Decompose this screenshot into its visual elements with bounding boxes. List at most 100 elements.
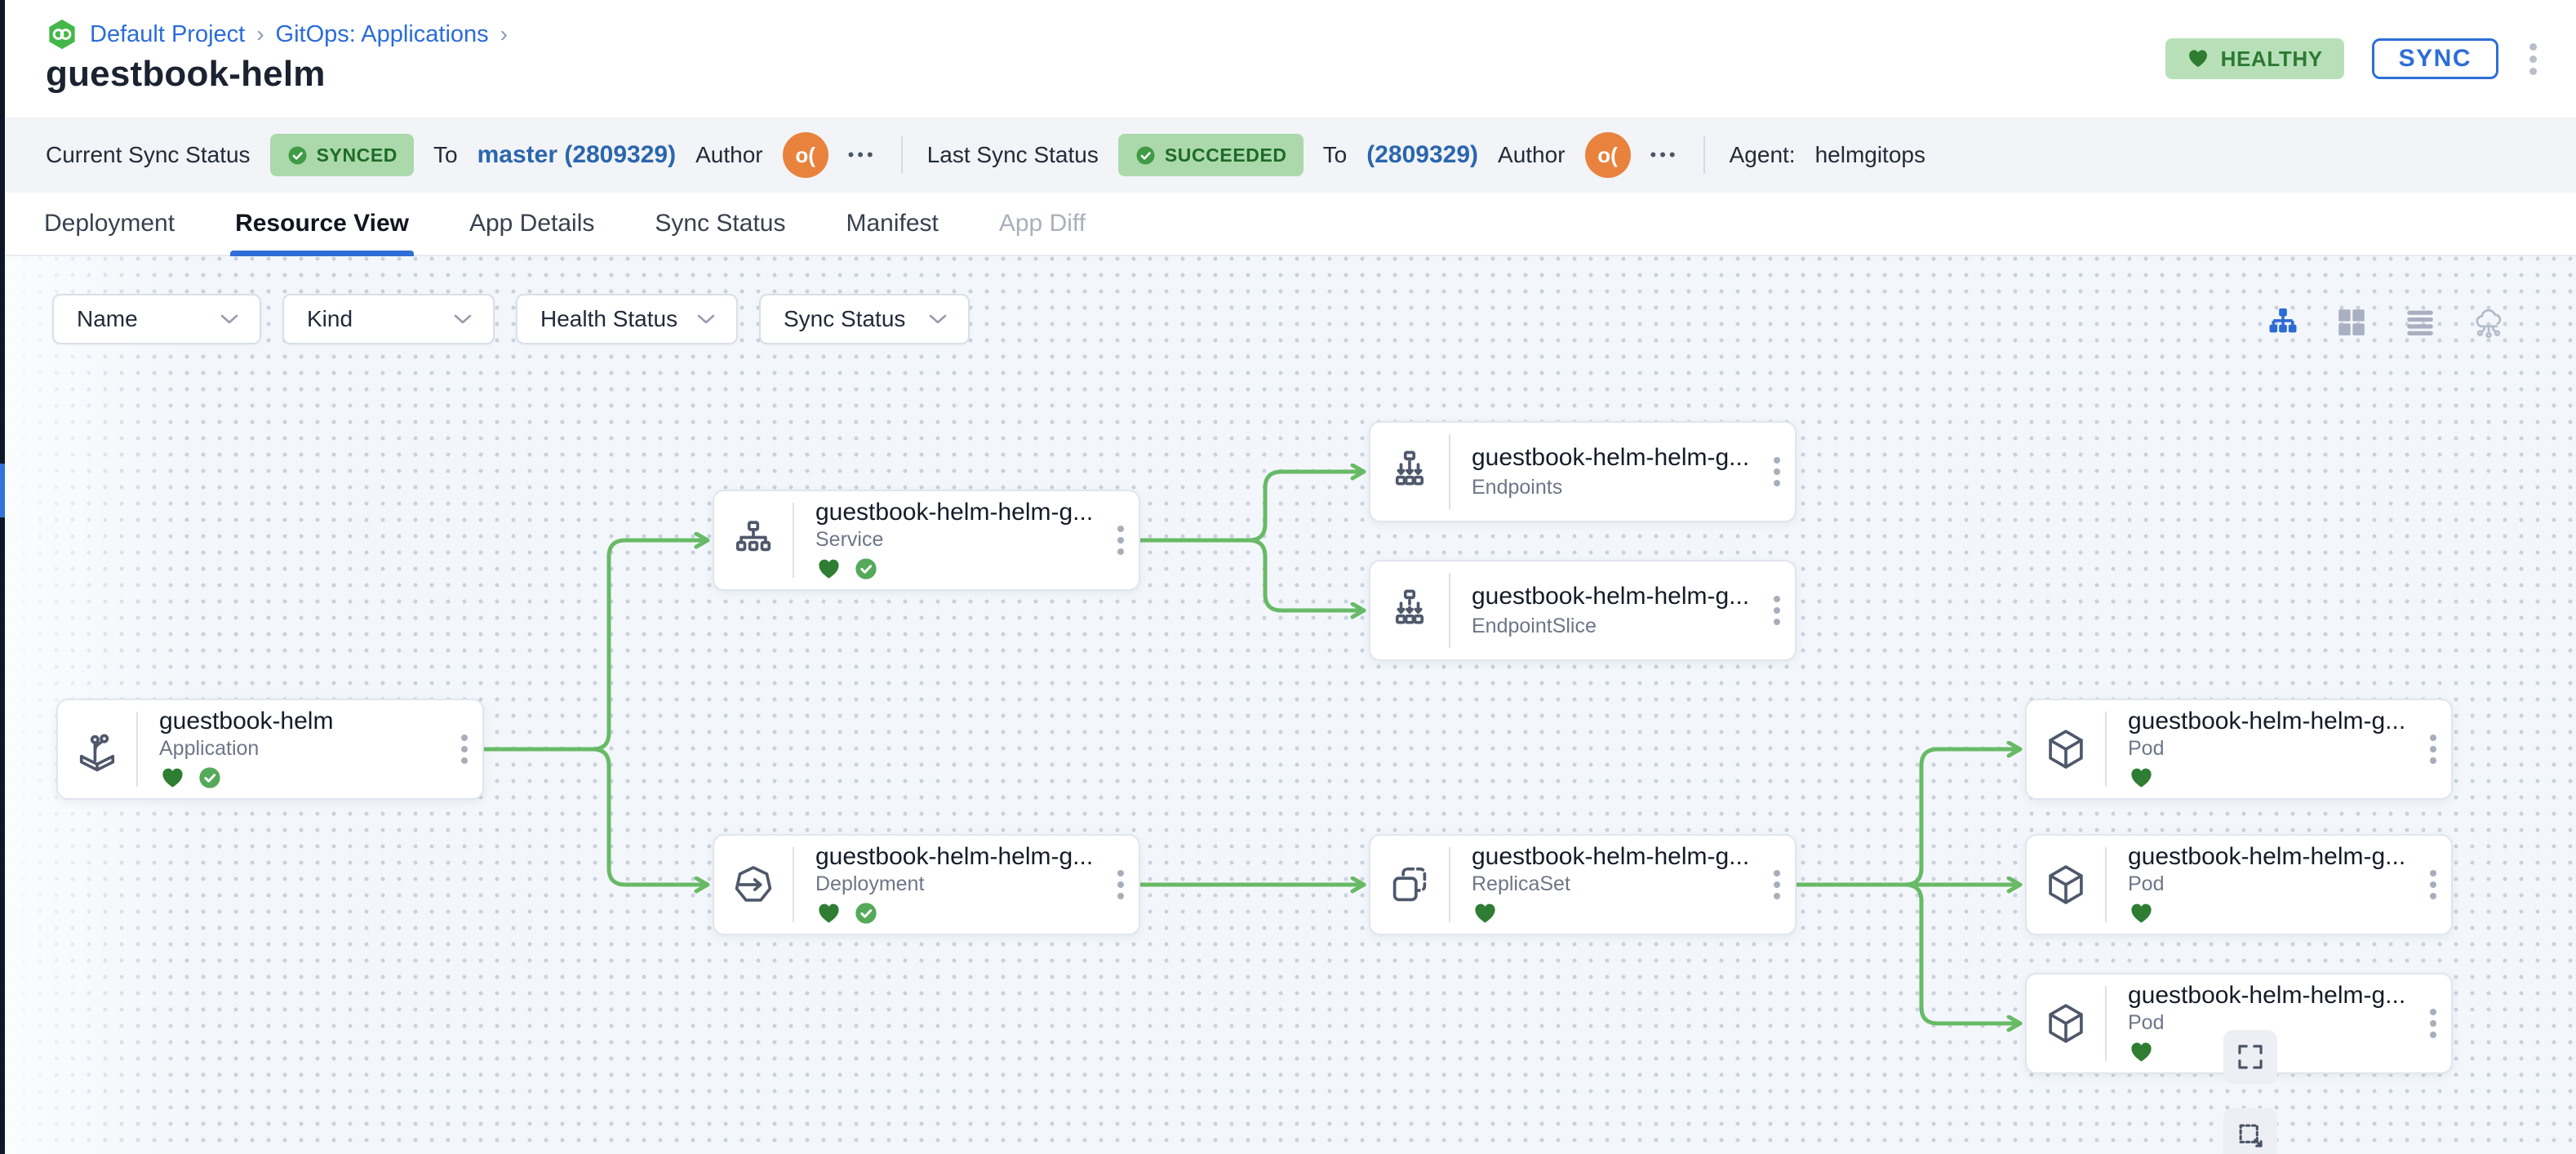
- node-menu-button[interactable]: [1759, 423, 1795, 521]
- sync-button[interactable]: SYNC: [2371, 38, 2498, 79]
- divider: [793, 503, 794, 578]
- resource-node-pod-1[interactable]: guestbook-helm-helm-g... Pod: [2025, 699, 2453, 800]
- last-sync-group: Last Sync Status SUCCEEDED To (2809329) …: [927, 132, 1679, 178]
- node-kind: Endpoints: [1472, 475, 1563, 499]
- node-menu-button[interactable]: [1103, 491, 1139, 589]
- divider: [2105, 712, 2107, 787]
- resource-node-replicaset[interactable]: guestbook-helm-helm-g... ReplicaSet: [1369, 834, 1797, 935]
- resource-node-endpointslice[interactable]: guestbook-helm-helm-g... EndpointSlice: [1369, 560, 1797, 661]
- filter-dropdown-health-status[interactable]: Health Status: [516, 294, 738, 344]
- health-heart-icon: [162, 768, 183, 788]
- filter-dropdown-name[interactable]: Name: [52, 294, 261, 344]
- filter-bar: Name Kind Health Status Sync Status: [52, 294, 970, 344]
- current-more-button[interactable]: •••: [847, 144, 877, 165]
- divider: [793, 847, 794, 922]
- last-more-button[interactable]: •••: [1650, 144, 1679, 165]
- node-status: [159, 764, 438, 792]
- node-kind: Pod: [2128, 872, 2165, 896]
- filter-dropdown-kind[interactable]: Kind: [282, 294, 495, 344]
- tree-view-icon[interactable]: [2264, 304, 2302, 341]
- succeeded-badge: SUCCEEDED: [1117, 134, 1304, 176]
- tab-app-diff[interactable]: App Diff: [998, 210, 1086, 237]
- node-kind: Pod: [2128, 1011, 2165, 1035]
- tab-sync-status[interactable]: Sync Status: [655, 210, 786, 237]
- last-author-label: Author: [1498, 142, 1566, 167]
- breadcrumb-separator: ›: [500, 21, 508, 47]
- succeeded-badge-label: SUCCEEDED: [1164, 144, 1287, 166]
- endpoints-icon: [1370, 423, 1449, 521]
- node-menu-button[interactable]: [1759, 836, 1795, 934]
- node-menu-button[interactable]: [1103, 836, 1139, 934]
- node-status: [2128, 1038, 2407, 1066]
- node-status: [815, 899, 1095, 927]
- node-title: guestbook-helm: [159, 708, 334, 735]
- network-view-icon[interactable]: [2470, 304, 2507, 341]
- tab-deployment[interactable]: Deployment: [44, 210, 175, 237]
- divider: [1449, 434, 1450, 509]
- health-heart-icon: [2131, 903, 2152, 923]
- health-status-badge: HEALTHY: [2165, 38, 2344, 79]
- chevron-down-icon: [929, 314, 947, 324]
- node-menu-button[interactable]: [446, 700, 482, 798]
- page-title: guestbook-helm: [46, 54, 326, 94]
- edge-service-to-endpoints: [1140, 472, 1362, 543]
- synced-badge-label: SYNCED: [316, 144, 398, 166]
- last-sync-label: Last Sync Status: [926, 142, 1099, 167]
- gitops-hexagon-icon: [46, 18, 78, 51]
- grid-view-icon[interactable]: [2333, 304, 2370, 341]
- agent-label: Agent:: [1729, 142, 1796, 167]
- node-menu-button[interactable]: [2415, 836, 2451, 934]
- resource-node-app[interactable]: guestbook-helm Application: [56, 699, 484, 800]
- fit-view-button[interactable]: [2223, 1030, 2277, 1084]
- current-sync-label: Current Sync Status: [46, 142, 251, 167]
- resource-graph-canvas[interactable]: guestbook-helm Application guestbook-hel…: [5, 256, 2576, 1154]
- resource-node-endpoints[interactable]: guestbook-helm-helm-g... Endpoints: [1369, 421, 1797, 522]
- node-status: [2128, 899, 2407, 927]
- chevron-down-icon: [454, 314, 472, 324]
- last-author-avatar[interactable]: o(: [1584, 132, 1631, 178]
- breadcrumb-project-link[interactable]: Default Project: [90, 20, 246, 47]
- check-circle-icon: [288, 146, 307, 164]
- health-heart-icon: [2131, 768, 2152, 788]
- node-title: guestbook-helm-helm-g...: [1472, 843, 1750, 870]
- selection-tool-button[interactable]: [2223, 1108, 2277, 1154]
- app-more-menu-button[interactable]: [2526, 40, 2540, 78]
- breadcrumb-applications-link[interactable]: GitOps: Applications: [275, 20, 489, 47]
- node-title: guestbook-helm-helm-g...: [2128, 843, 2406, 870]
- node-kind: Pod: [2128, 737, 2165, 761]
- synced-badge: SYNCED: [269, 134, 415, 176]
- node-status: [1472, 899, 1751, 927]
- node-title: guestbook-helm-helm-g...: [2128, 982, 2406, 1009]
- breadcrumb-separator: ›: [256, 21, 264, 47]
- resource-node-deployment[interactable]: guestbook-helm-helm-g... Deployment: [713, 834, 1140, 935]
- heart-icon: [2188, 50, 2207, 68]
- edge-app-to-service: [484, 540, 706, 752]
- current-revision-link[interactable]: master (2809329): [477, 141, 677, 168]
- list-view-icon[interactable]: [2401, 304, 2439, 341]
- pod-icon: [2027, 836, 2105, 934]
- tab-resource-view[interactable]: Resource View: [230, 193, 414, 256]
- filter-dropdown-sync-status[interactable]: Sync Status: [759, 294, 970, 344]
- node-kind: ReplicaSet: [1472, 872, 1570, 896]
- health-heart-icon: [1475, 903, 1495, 923]
- resource-node-pod-2[interactable]: guestbook-helm-helm-g... Pod: [2025, 834, 2453, 935]
- resource-node-service[interactable]: guestbook-helm-helm-g... Service: [713, 490, 1140, 591]
- edge-app-to-deployment: [484, 747, 706, 885]
- tab-bar: Deployment Resource View App Details Sync S…: [5, 193, 2576, 256]
- node-menu-button[interactable]: [2415, 974, 2451, 1072]
- tab-app-details[interactable]: App Details: [469, 210, 595, 237]
- divider: [1449, 847, 1450, 922]
- current-author-avatar[interactable]: o(: [782, 132, 828, 178]
- current-author-label: Author: [695, 142, 763, 167]
- current-to-label: To: [433, 142, 458, 167]
- edge-service-to-endpointslice: [1140, 538, 1362, 610]
- last-revision-link[interactable]: (2809329): [1366, 141, 1479, 168]
- tab-manifest[interactable]: Manifest: [846, 210, 939, 237]
- node-title: guestbook-helm-helm-g...: [2128, 708, 2406, 735]
- sidebar-active-indicator: [0, 464, 5, 517]
- node-menu-button[interactable]: [2415, 700, 2451, 798]
- node-title: guestbook-helm-helm-g...: [815, 499, 1094, 526]
- node-menu-button[interactable]: [1759, 561, 1795, 659]
- sync-check-icon: [199, 767, 220, 788]
- deployment-icon: [714, 836, 793, 934]
